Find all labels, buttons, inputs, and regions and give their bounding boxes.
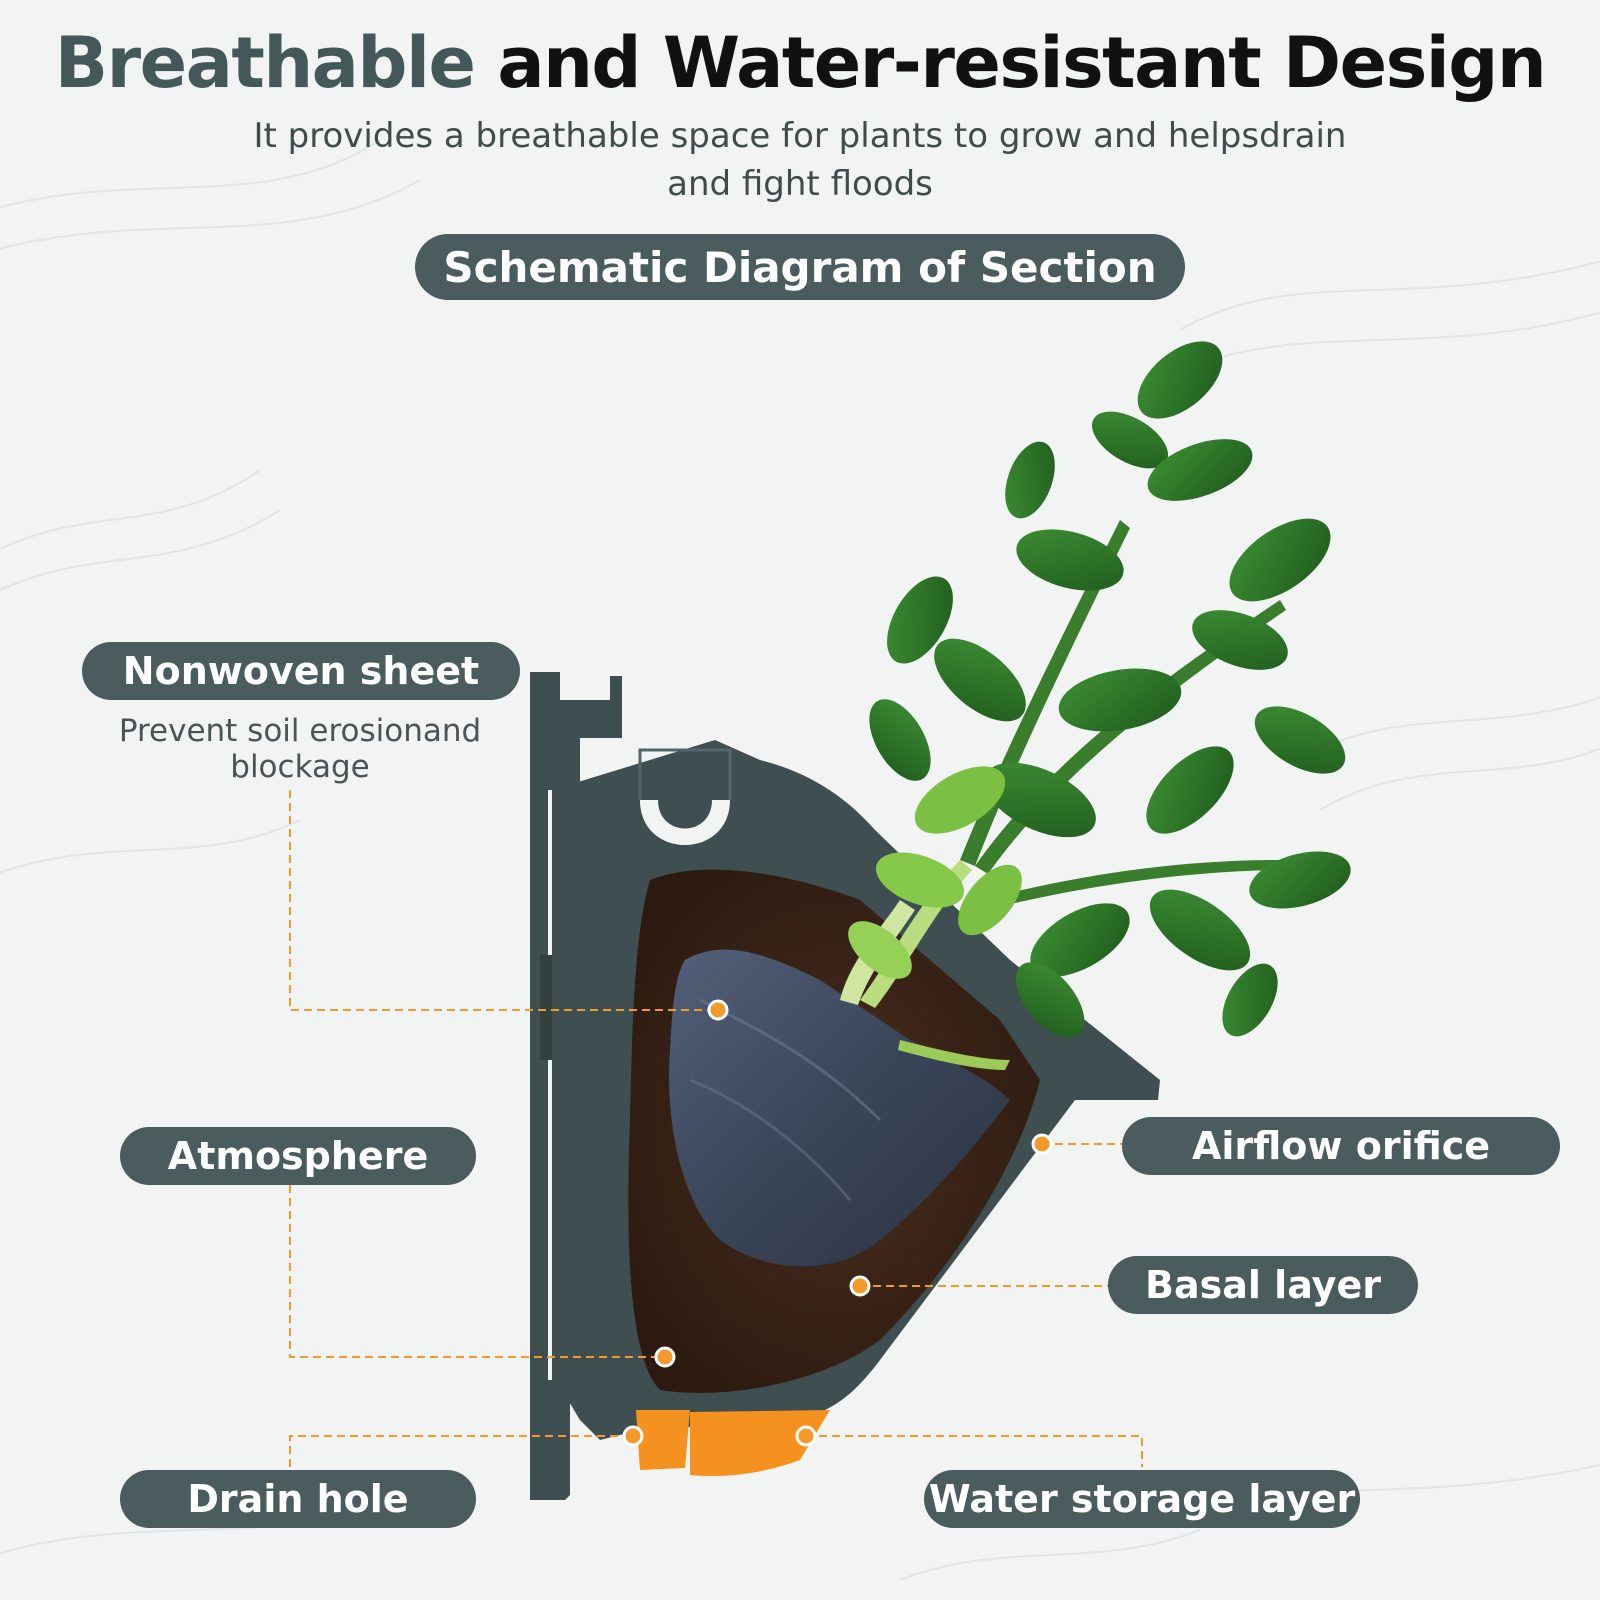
label-atmosphere: Atmosphere [120,1127,476,1185]
dot-basal [849,1275,871,1297]
nonwoven-description: Prevent soil erosionand blockage [100,713,500,785]
title-main: and Water-resistant Design [474,22,1546,104]
subtitle-line-1: It provides a breathable space for plant… [253,116,1347,156]
label-airflow-orifice: Airflow orifice [1122,1117,1560,1175]
label-drain-hole: Drain hole [120,1470,476,1528]
plant [840,341,1351,1070]
dot-atmosphere [654,1346,676,1368]
dot-water [795,1425,817,1447]
nonwoven-desc-line-1: Prevent soil erosionand [118,713,482,749]
label-nonwoven-sheet: Nonwoven sheet [82,642,520,700]
label-basal-layer: Basal layer [1108,1256,1418,1314]
label-water-storage-layer: Water storage layer [924,1470,1360,1528]
leader-water [806,1435,1143,1467]
bracket-side-clip [540,955,552,1060]
leader-atmosphere [289,1185,665,1358]
dot-airflow [1031,1133,1053,1155]
pot-hanging-notch [640,800,730,845]
page-title: Breathable and Water-resistant Design [0,22,1600,104]
nonwoven-desc-line-2: blockage [230,749,370,785]
title-accent: Breathable [54,22,476,104]
dot-drain [622,1425,644,1447]
page-subtitle: It provides a breathable space for plant… [200,112,1400,208]
leader-drain [289,1435,633,1467]
subtitle-line-2: and fight floods [667,164,933,204]
dot-nonwoven [707,999,729,1021]
section-title-pill: Schematic Diagram of Section [415,234,1185,300]
wall-bracket [530,672,622,1500]
water-storage-layer [636,1410,690,1470]
